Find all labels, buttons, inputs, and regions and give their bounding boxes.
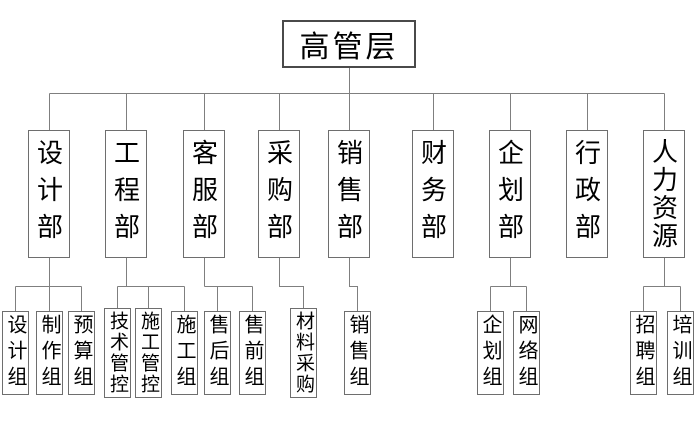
production-team-box: 制作组 bbox=[36, 311, 63, 395]
admin-dept-label: 行政部 bbox=[571, 138, 602, 250]
after-sales-team-box: 售后组 bbox=[204, 311, 231, 395]
procurement-dept-box: 采购部 bbox=[258, 130, 300, 258]
pre-sales-team-box: 售前组 bbox=[239, 311, 266, 395]
admin-dept-box: 行政部 bbox=[566, 130, 608, 258]
hr-dept-box: 人力资源 bbox=[643, 130, 685, 258]
material-procurement-team-box: 材料采购 bbox=[290, 308, 317, 398]
construction-team-label: 施工组 bbox=[173, 314, 195, 392]
procurement-dept-label: 采购部 bbox=[263, 138, 294, 250]
recruitment-team-box: 招聘组 bbox=[630, 311, 657, 395]
customer-service-dept-label: 客服部 bbox=[188, 138, 219, 250]
sales-team-label: 销售组 bbox=[346, 314, 368, 392]
hr-dept-label: 人力资源 bbox=[648, 138, 679, 250]
network-team-label: 网络组 bbox=[515, 314, 537, 392]
finance-dept-box: 财务部 bbox=[412, 130, 454, 258]
design-team-label: 设计组 bbox=[4, 314, 26, 392]
executive-box: 高管层 bbox=[282, 20, 416, 68]
design-team-box: 设计组 bbox=[2, 311, 29, 395]
tech-control-team-label: 技术管控 bbox=[107, 311, 128, 395]
after-sales-team-label: 售后组 bbox=[206, 314, 228, 392]
budget-team-label: 预算组 bbox=[70, 314, 92, 392]
design-dept-label: 设计部 bbox=[33, 138, 64, 250]
planning-team-box: 企划组 bbox=[477, 311, 504, 395]
engineering-dept-label: 工程部 bbox=[110, 138, 141, 250]
sales-team-box: 销售组 bbox=[344, 311, 371, 395]
engineering-dept-box: 工程部 bbox=[105, 130, 147, 258]
finance-dept-label: 财务部 bbox=[417, 138, 448, 250]
budget-team-box: 预算组 bbox=[68, 311, 95, 395]
recruitment-team-label: 招聘组 bbox=[632, 314, 654, 392]
sales-dept-box: 销售部 bbox=[328, 130, 370, 258]
material-procurement-team-label: 材料采购 bbox=[293, 311, 314, 395]
design-dept-box: 设计部 bbox=[28, 130, 70, 258]
construction-team-box: 施工组 bbox=[171, 311, 198, 395]
training-team-box: 培训组 bbox=[667, 311, 694, 395]
planning-team-label: 企划组 bbox=[479, 314, 501, 392]
construction-control-team-box: 施工管控 bbox=[135, 308, 162, 398]
production-team-label: 制作组 bbox=[38, 314, 60, 392]
planning-dept-label: 企划部 bbox=[494, 138, 525, 250]
planning-dept-box: 企划部 bbox=[489, 130, 531, 258]
executive-label: 高管层 bbox=[299, 31, 399, 64]
tech-control-team-box: 技术管控 bbox=[104, 308, 131, 398]
sales-dept-label: 销售部 bbox=[333, 138, 364, 250]
customer-service-dept-box: 客服部 bbox=[183, 130, 225, 258]
pre-sales-team-label: 售前组 bbox=[241, 314, 263, 392]
network-team-box: 网络组 bbox=[513, 311, 540, 395]
training-team-label: 培训组 bbox=[669, 314, 691, 392]
construction-control-team-label: 施工管控 bbox=[138, 311, 159, 395]
